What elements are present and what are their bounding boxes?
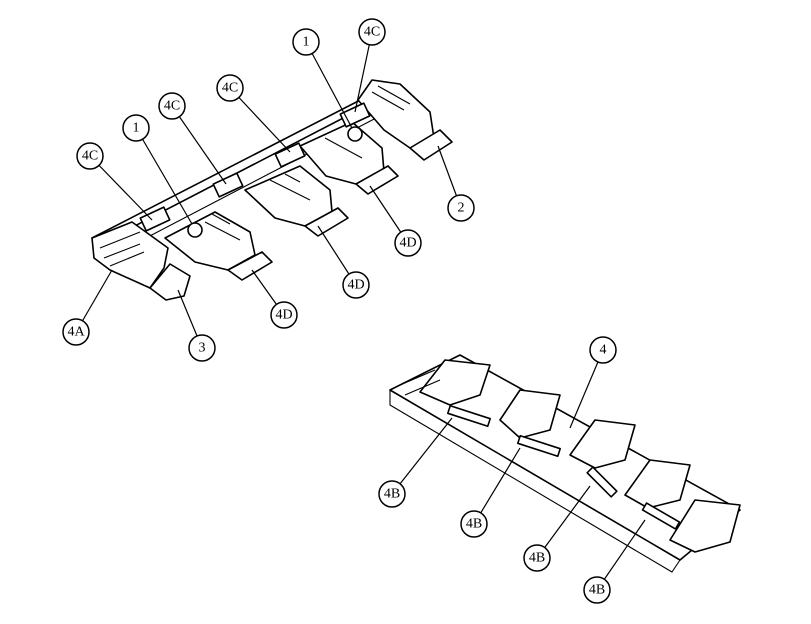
svg-text:4B: 4B [529,551,545,566]
callout-4a: 4A [62,318,90,346]
upper-tooth-1 [164,211,273,281]
callout-4d-left: 4D [270,301,298,329]
callout-2: 2 [447,194,475,222]
svg-text:4C: 4C [82,149,98,164]
wear-strip-4b-4 [641,502,681,530]
lower-adapter-5 [669,499,741,553]
svg-text:4B: 4B [589,583,605,598]
svg-text:2: 2 [458,201,465,216]
svg-text:1: 1 [133,121,140,136]
svg-text:4D: 4D [275,308,292,323]
wear-strip-4b-1 [446,404,492,428]
svg-text:4: 4 [600,343,607,358]
lower-adapter-1 [399,359,491,406]
lower-bucket-lip-assembly [389,354,741,573]
svg-text:4D: 4D [399,236,416,251]
cover-plate-4c-1 [139,206,171,232]
svg-text:3: 3 [199,341,206,356]
svg-text:4B: 4B [384,487,400,502]
wear-strip-4b-3 [586,466,618,498]
cover-plate-4c-2 [212,172,244,198]
right-end-adapter [357,79,453,161]
lower-adapter-2 [499,389,561,439]
callout-3: 3 [188,334,216,362]
callout-4b-2: 4B [460,510,488,538]
svg-text:4B: 4B [466,517,482,532]
svg-text:1: 1 [303,35,310,50]
svg-text:4C: 4C [222,81,238,96]
callout-4c-center-left: 4C [158,92,186,120]
callout-1-left: 1 [122,114,150,142]
retainer-pin-2 [347,126,363,142]
callout-4b-4: 4B [583,576,611,604]
callout-4d-center: 4D [342,271,370,299]
svg-text:4D: 4D [347,278,364,293]
upper-bucket-lip-assembly [91,79,453,301]
callout-4c-top-right: 4C [358,18,386,46]
callout-4d-right: 4D [394,229,422,257]
callout-4b-1: 4B [378,480,406,508]
svg-text:4C: 4C [164,99,180,114]
svg-text:4C: 4C [364,25,380,40]
callout-4: 4 [589,336,617,364]
callout-4c-center: 4C [216,74,244,102]
retainer-pin-1 [187,222,203,238]
callout-4b-3: 4B [523,544,551,572]
callout-4c-left: 4C [76,142,104,170]
left-end-adapter [91,221,191,301]
lower-adapter-3 [569,419,636,469]
upper-tooth-2 [244,165,349,237]
svg-text:4A: 4A [67,325,85,340]
wear-strip-4b-2 [516,434,562,458]
callout-1-top: 1 [292,28,320,56]
